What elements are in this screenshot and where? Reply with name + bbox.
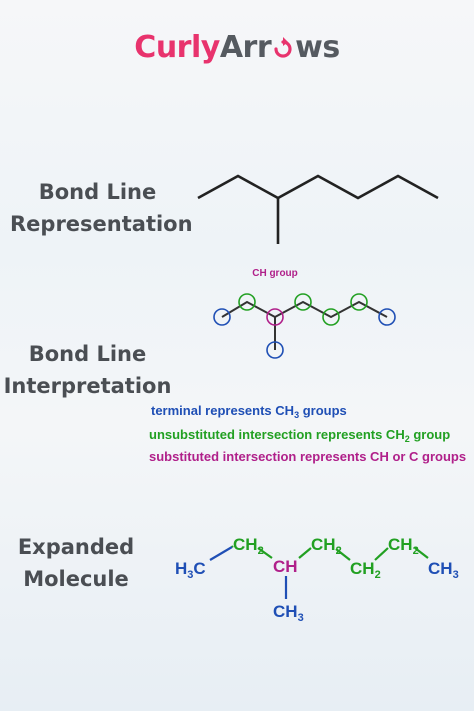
legend-terminal: terminal represents CH3 groups bbox=[151, 403, 347, 420]
ch2-a-label: CH2 bbox=[233, 535, 264, 557]
ch3-branch-label: CH3 bbox=[273, 602, 304, 624]
terminal-circle-branch bbox=[266, 341, 284, 359]
legend-unsub-post: group bbox=[409, 427, 451, 442]
unsubstituted-circle-1 bbox=[238, 293, 256, 311]
legend-sub-text: substituted intersection represents CH o… bbox=[149, 449, 467, 464]
bond-6a bbox=[414, 547, 429, 559]
legend-terminal-post: groups bbox=[299, 403, 347, 418]
bond-2 bbox=[257, 547, 273, 559]
interpretation-heading-line2: Interpretation bbox=[3, 374, 172, 398]
legend-unsub-pre: unsubstituted intersection represents CH bbox=[149, 427, 405, 442]
bond-line-heading-line2: Representation bbox=[10, 212, 193, 236]
legend-substituted: substituted intersection represents CH o… bbox=[149, 449, 466, 464]
ch2-c-label: CH2 bbox=[350, 559, 381, 581]
curly-arrow-icon bbox=[272, 31, 294, 58]
unsubstituted-circle-4 bbox=[350, 293, 368, 311]
logo-arr: Arr bbox=[219, 30, 272, 65]
expanded-heading: Expanded Molecule bbox=[0, 531, 152, 595]
skeleton-main-chain bbox=[197, 174, 439, 200]
interpretation-main-chain bbox=[221, 300, 388, 319]
legend-terminal-pre: terminal represents CH bbox=[151, 403, 295, 418]
ch-label: CH bbox=[273, 557, 298, 576]
unsubstituted-circle-2 bbox=[294, 293, 312, 311]
bond-4 bbox=[335, 548, 351, 561]
unsubstituted-circle-3 bbox=[322, 308, 340, 326]
ch3-end-label: CH3 bbox=[428, 559, 459, 581]
h3c-label: H3C bbox=[175, 559, 206, 581]
ch-group-label: CH group bbox=[252, 268, 298, 279]
expanded-heading-line1: Expanded bbox=[17, 535, 135, 559]
bond-1b bbox=[231, 545, 234, 548]
logo-ws: ws bbox=[295, 30, 340, 65]
ch2-b-label: CH2 bbox=[311, 535, 342, 557]
terminal-circle-right bbox=[378, 308, 396, 326]
bond-5 bbox=[374, 547, 389, 561]
logo-curly: Curly bbox=[134, 30, 220, 65]
legend-unsubstituted: unsubstituted intersection represents CH… bbox=[149, 427, 450, 444]
interpretation-heading: Bond Line Interpretation bbox=[0, 338, 175, 402]
bond-line-heading-line1: Bond Line bbox=[38, 180, 157, 204]
bond-3 bbox=[298, 547, 312, 559]
legend-terminal-sub: 3 bbox=[294, 410, 300, 420]
bond-line-heading: Bond Line Representation bbox=[10, 176, 193, 240]
interpretation-heading-line1: Bond Line bbox=[28, 342, 147, 366]
expanded-heading-line2: Molecule bbox=[23, 567, 129, 591]
terminal-circle-left bbox=[213, 308, 231, 326]
bond-1a bbox=[209, 546, 233, 561]
ch2-d-label: CH2 bbox=[388, 535, 419, 557]
substituted-circle bbox=[266, 308, 284, 326]
legend-unsub-sub: 2 bbox=[404, 434, 410, 444]
